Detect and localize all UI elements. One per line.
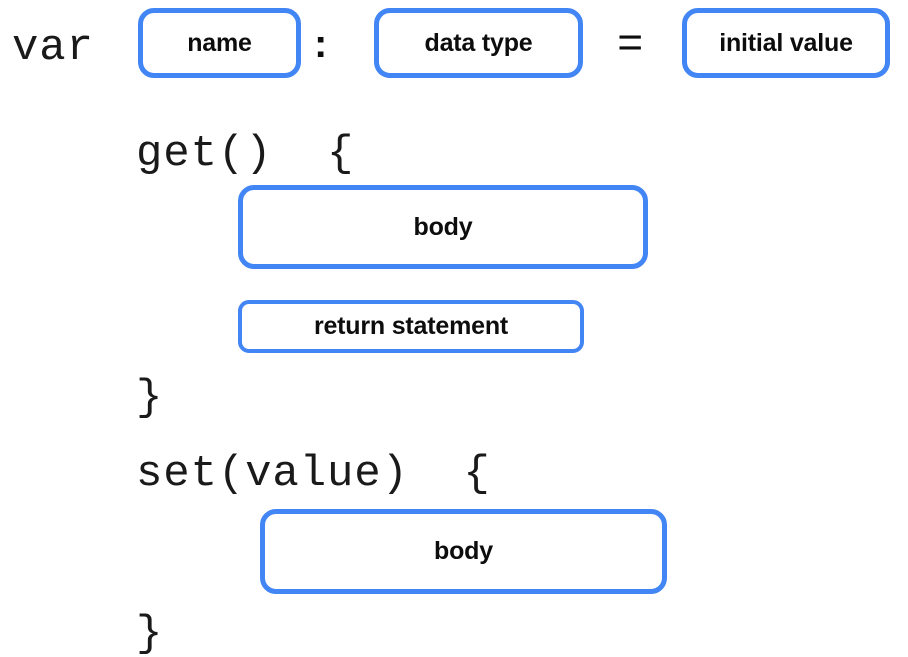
- equals-operator: =: [617, 21, 644, 71]
- slot-data-type[interactable]: data type: [374, 8, 583, 78]
- slot-return-statement-label: return statement: [313, 312, 509, 340]
- getter-closing-brace: }: [136, 373, 164, 423]
- slot-setter-body-label: body: [434, 537, 493, 565]
- getter-signature: get() {: [136, 129, 355, 179]
- slot-name[interactable]: name: [138, 8, 301, 78]
- slot-initial-value[interactable]: initial value: [682, 8, 890, 78]
- setter-closing-brace: }: [136, 609, 164, 657]
- slot-data-type-label: data type: [424, 28, 533, 57]
- slot-return-statement[interactable]: return statement: [238, 300, 584, 353]
- setter-signature: set(value) {: [136, 449, 491, 499]
- slot-name-label: name: [187, 28, 252, 57]
- slot-getter-body[interactable]: body: [238, 185, 648, 269]
- colon-separator: :: [314, 22, 328, 66]
- keyword-var: var: [12, 23, 94, 73]
- slot-getter-body-label: body: [413, 212, 473, 241]
- slot-setter-body[interactable]: body: [260, 509, 667, 594]
- slot-initial-value-label: initial value: [719, 28, 853, 57]
